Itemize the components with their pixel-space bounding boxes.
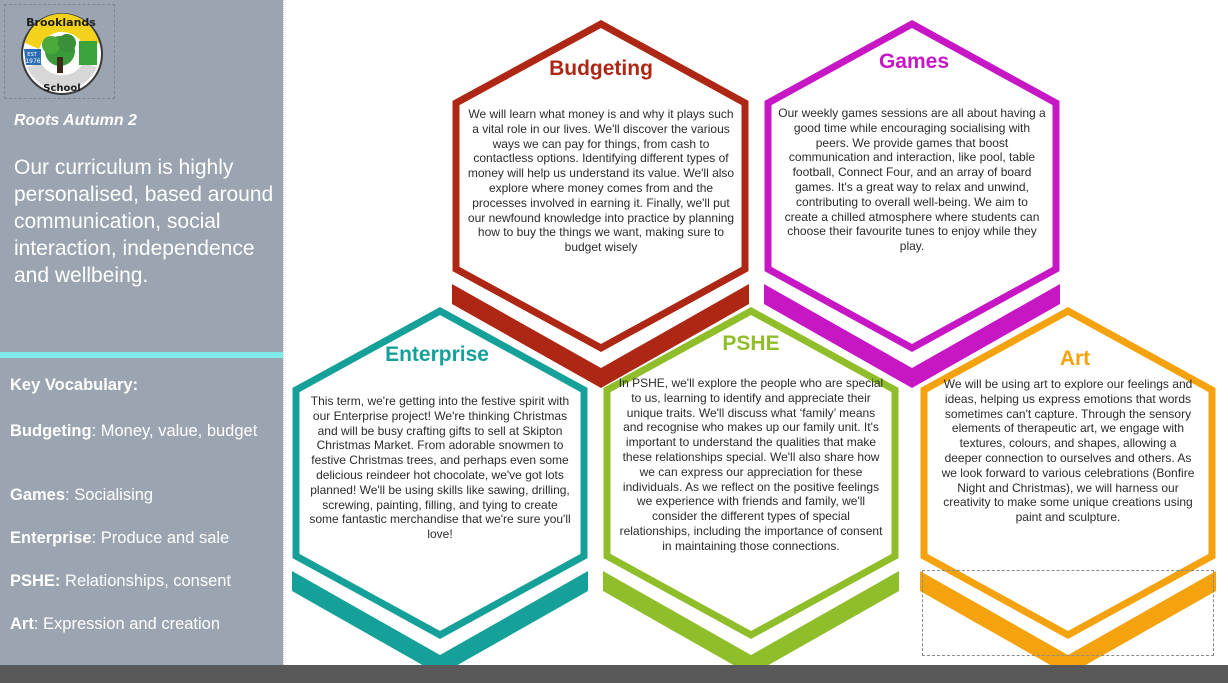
logo-year: 1976 bbox=[25, 58, 40, 65]
hexagon-enterprise bbox=[292, 307, 588, 665]
topic-body-pshe: In PSHE, we'll explore the people who ar… bbox=[618, 376, 884, 553]
vocab-heading: Key Vocabulary: bbox=[10, 376, 139, 394]
hexagon-budgeting bbox=[452, 20, 749, 388]
logo-name: Brooklands bbox=[26, 16, 96, 29]
vocab-item-art: Art: Expression and creation bbox=[10, 614, 270, 634]
school-logo: Brooklands School EST 1976 bbox=[4, 4, 115, 99]
sidebar: Brooklands School EST 1976 Roots Autumn … bbox=[0, 0, 283, 665]
topic-title-pshe: PSHE bbox=[722, 332, 780, 355]
vocab-item-games: Games: Socialising bbox=[10, 485, 270, 505]
sidebar-divider bbox=[0, 352, 283, 358]
topic-hexagons bbox=[292, 20, 1216, 665]
vocab-sep: : bbox=[91, 529, 101, 547]
logo-est: EST bbox=[27, 52, 37, 58]
topic-title-games: Games bbox=[878, 50, 950, 73]
vocab-sep: : bbox=[33, 615, 44, 633]
hexagon-art bbox=[920, 307, 1216, 665]
vocab-term: Games bbox=[10, 486, 66, 504]
sidebar-intro: Our curriculum is highly personalised, b… bbox=[14, 156, 274, 287]
sidebar-separator bbox=[283, 0, 285, 665]
vocab-term: Enterprise bbox=[10, 529, 92, 547]
logo-sub: School bbox=[43, 83, 80, 94]
vocab-sep: : bbox=[65, 486, 75, 504]
vocab-words: Relationships, consent bbox=[65, 572, 232, 590]
vocab-sep: : bbox=[91, 422, 101, 440]
topic-body-enterprise: This term, we're getting into the festiv… bbox=[309, 394, 571, 542]
empty-placeholder-box bbox=[922, 570, 1214, 656]
topic-body-budgeting: We will learn what money is and why it p… bbox=[467, 107, 735, 255]
topic-title-budgeting: Budgeting bbox=[549, 57, 653, 80]
vocab-term: PSHE: bbox=[10, 572, 61, 590]
vocab-term: Budgeting bbox=[10, 422, 92, 440]
vocab-words: Expression and creation bbox=[43, 615, 221, 633]
vocab-words: Money, value, budget bbox=[100, 422, 258, 440]
bottom-bar bbox=[0, 665, 1228, 683]
vocab-item-pshe: PSHE: Relationships, consent bbox=[10, 571, 270, 591]
topic-body-art: We will be using art to explore our feel… bbox=[941, 377, 1195, 525]
topic-body-games: Our weekly games sessions are all about … bbox=[778, 106, 1046, 254]
vocab-words: Socialising bbox=[74, 486, 154, 504]
sidebar-subtitle: Roots Autumn 2 bbox=[14, 112, 137, 129]
topic-title-art: Art bbox=[1059, 347, 1091, 370]
vocab-term: Art bbox=[10, 615, 34, 633]
vocab-item-budgeting: Budgeting: Money, value, budget bbox=[10, 421, 270, 441]
vocab-item-enterprise: Enterprise: Produce and sale bbox=[10, 528, 270, 548]
vocab-words: Produce and sale bbox=[100, 529, 230, 547]
hexagon-games bbox=[764, 20, 1060, 388]
topic-title-enterprise: Enterprise bbox=[385, 343, 489, 366]
hexagon-pshe bbox=[603, 307, 899, 665]
